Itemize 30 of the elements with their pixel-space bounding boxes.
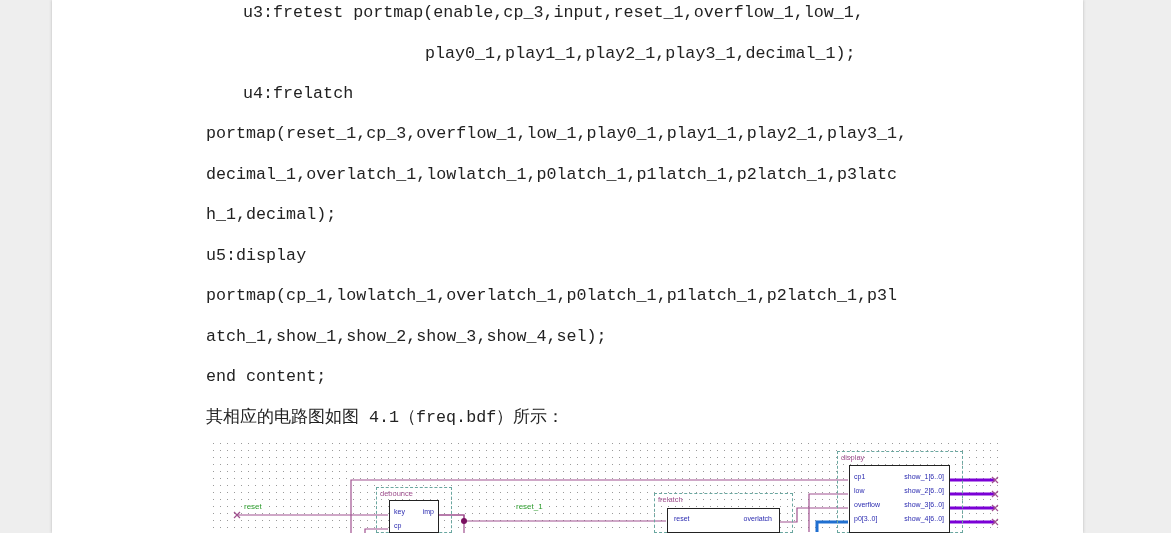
wire bbox=[949, 492, 995, 496]
code-line: u3:fretest portmap(enable,cp_3,input,reset_1,overflow_1,low_1, bbox=[243, 3, 864, 23]
wire bbox=[949, 506, 995, 510]
code-line: u4:frelatch bbox=[243, 84, 354, 104]
wire bbox=[778, 507, 849, 523]
wire bbox=[364, 528, 389, 533]
wire bbox=[350, 479, 849, 533]
wire bbox=[236, 514, 389, 516]
code-line: h_1,decimal); bbox=[206, 205, 337, 225]
block-frame bbox=[837, 451, 963, 533]
code-line: 其相应的电路图如图 4.1（freq.bdf）所示： bbox=[206, 408, 565, 428]
block-symbol bbox=[389, 500, 439, 533]
wire bbox=[808, 493, 849, 533]
block-symbol bbox=[667, 508, 780, 533]
code-line: portmap(reset_1,cp_3,overflow_1,low_1,play0_1,play1_1,play2_1,play3_1, bbox=[206, 124, 907, 144]
block-frame bbox=[376, 487, 452, 533]
code-line: end content; bbox=[206, 367, 327, 387]
wire bbox=[815, 520, 848, 532]
wire bbox=[949, 520, 995, 524]
code-line: portmap(cp_1,lowlatch_1,overlatch_1,p0latch_1,p1latch_1,p2latch_1,p3l bbox=[206, 286, 897, 306]
code-line: u5:display bbox=[206, 246, 307, 266]
wire bbox=[949, 478, 995, 482]
code-line: play0_1,play1_1,play2_1,play3_1,decimal_1); bbox=[425, 44, 856, 64]
code-line: atch_1,show_1,show_2,show_3,show_4,sel); bbox=[206, 327, 607, 347]
block-frame bbox=[654, 493, 793, 533]
code-line: decimal_1,overlatch_1,lowlatch_1,p0latch_1,p1latch_1,p2latch_1,p3latc bbox=[206, 165, 897, 185]
block-symbol bbox=[849, 465, 950, 533]
wire-label: reset bbox=[243, 502, 263, 511]
wire bbox=[437, 514, 465, 533]
wire-label: reset_1 bbox=[515, 502, 544, 511]
